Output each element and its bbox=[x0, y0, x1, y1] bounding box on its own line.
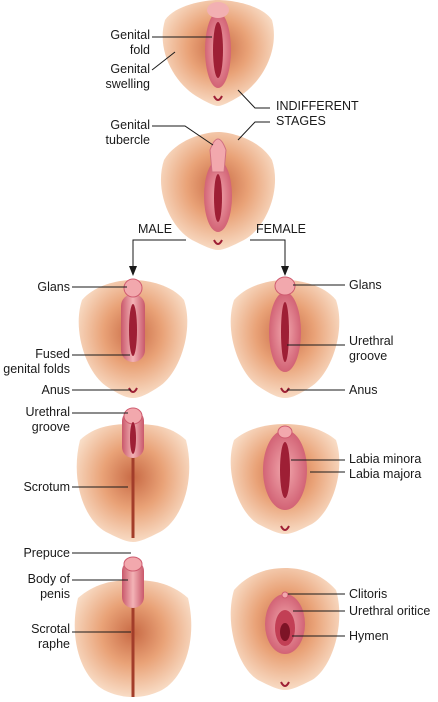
male-stage-1-illustration bbox=[78, 278, 188, 398]
female-stage-1-illustration bbox=[230, 276, 340, 398]
label-prepuce: Prepuce bbox=[23, 546, 70, 560]
female-stage-3-illustration bbox=[230, 568, 340, 690]
indifferent-stage-1-illustration bbox=[162, 0, 274, 106]
label-labia-minora: Labia minora bbox=[349, 452, 422, 466]
label-female-anus: Anus bbox=[349, 383, 378, 397]
label-male-anus: Anus bbox=[41, 383, 71, 397]
label-female-urethral-groove: Urethral groove bbox=[349, 334, 394, 363]
female-stage-2-illustration bbox=[230, 424, 340, 534]
male-stage-2-illustration bbox=[76, 407, 190, 542]
label-hymen: Hymen bbox=[349, 629, 389, 643]
label-clitoris: Clitoris bbox=[349, 587, 388, 601]
label-male-branch: MALE bbox=[138, 222, 173, 236]
label-urethral-orifice: Urethral oritice bbox=[349, 604, 431, 618]
label-female-branch: FEMALE bbox=[256, 222, 307, 236]
indifferent-stage-2-illustration bbox=[160, 132, 276, 250]
label-genital-fold: Genital fold bbox=[110, 28, 150, 57]
label-indifferent-stages: INDIFFERENT STAGES bbox=[276, 99, 359, 128]
label-genital-swelling: Genital swelling bbox=[105, 62, 150, 91]
label-male-urethral-groove: Urethral groove bbox=[25, 405, 70, 434]
label-fused-genital-folds: Fused genital folds bbox=[3, 347, 70, 376]
label-scrotum: Scrotum bbox=[23, 480, 70, 494]
label-labia-majora: Labia majora bbox=[349, 467, 422, 481]
leader-lines bbox=[72, 36, 345, 637]
label-scrotal-raphe: Scrotal raphe bbox=[31, 622, 70, 651]
male-stage-3-illustration bbox=[74, 556, 192, 697]
label-male-glans: Glans bbox=[37, 280, 70, 294]
label-genital-tubercle: Genital tubercle bbox=[105, 118, 150, 147]
label-body-of-penis: Body of penis bbox=[27, 572, 70, 601]
label-female-glans: Glans bbox=[349, 278, 382, 292]
